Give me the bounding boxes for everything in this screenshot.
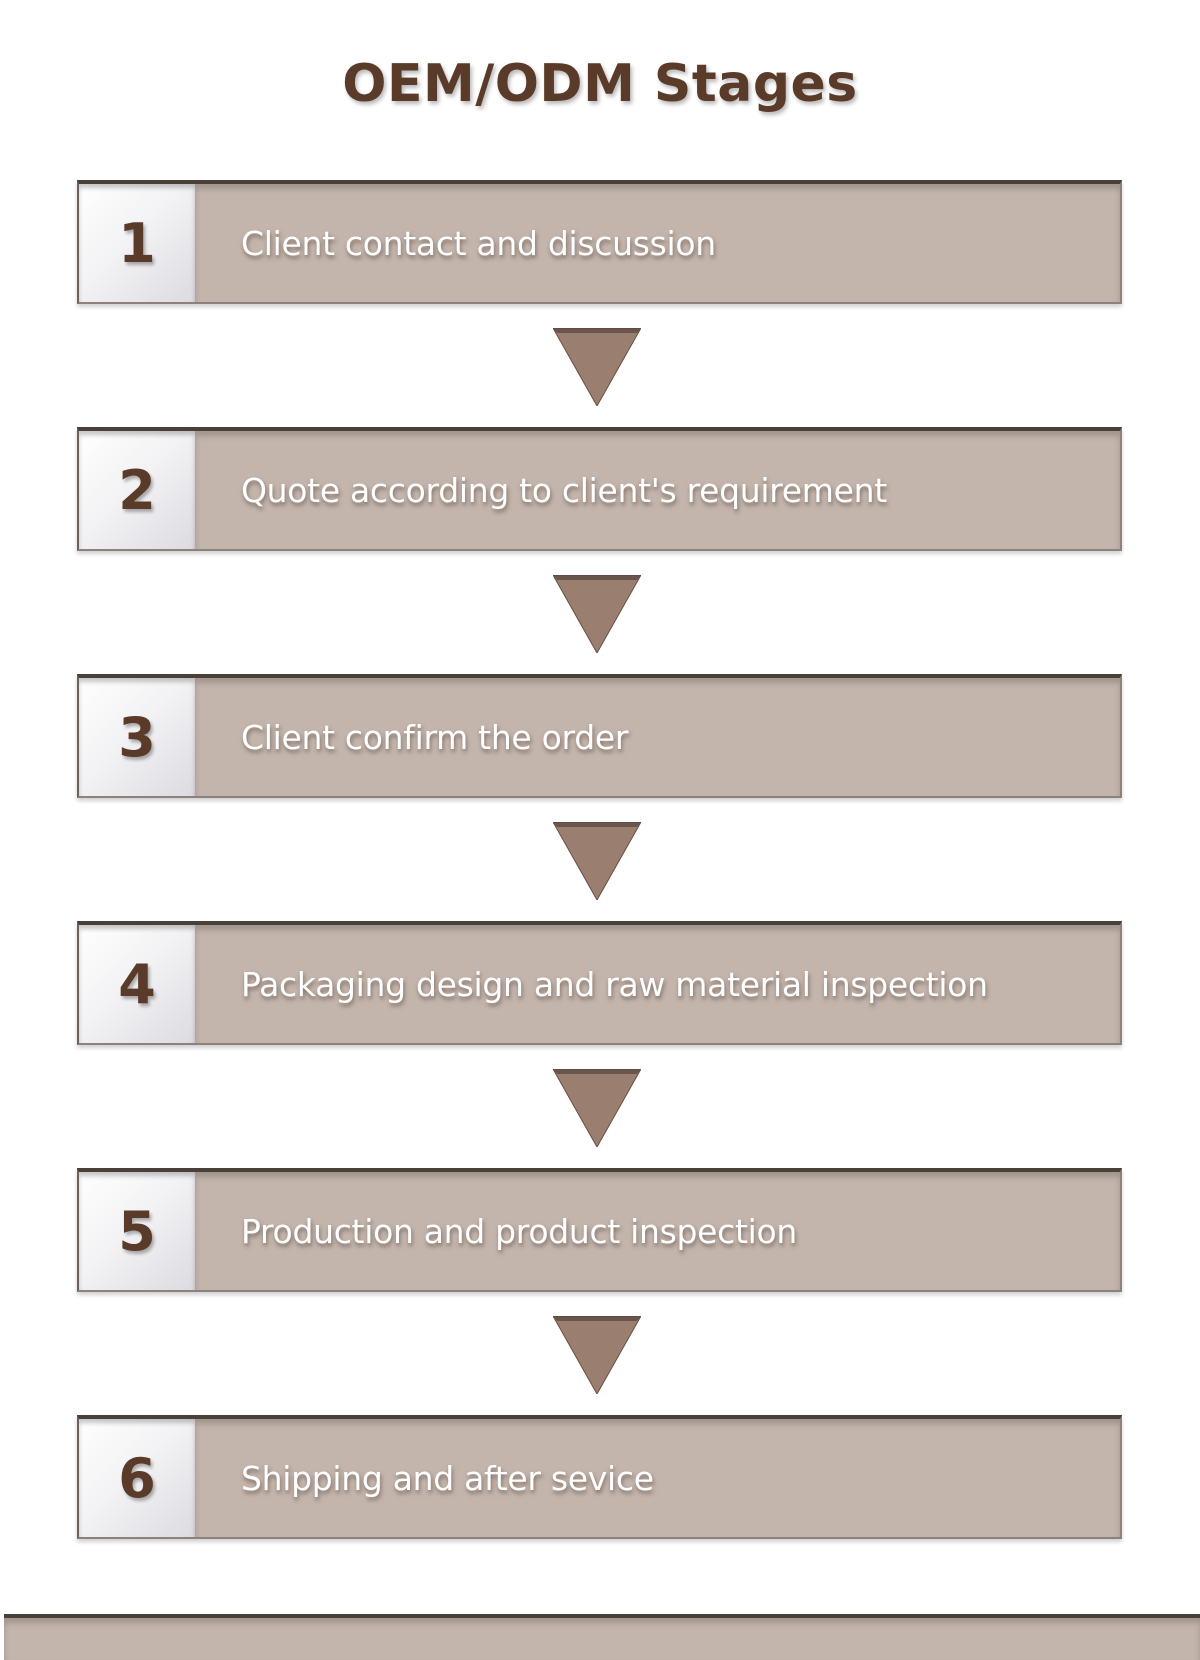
stage-label-box: Client confirm the order [195,678,1120,796]
stage-number-box: 2 [79,431,195,549]
stages-flow: 1 Client contact and discussion 2 Quote … [77,180,1122,1539]
stage-number: 2 [118,458,156,522]
stage-label: Production and product inspection [241,1211,798,1251]
footer-bar [4,1614,1200,1660]
stage-number-box: 1 [79,184,195,302]
stage-number: 5 [118,1199,156,1263]
stage-3: 3 Client confirm the order [77,674,1122,798]
stage-4: 4 Packaging design and raw material insp… [77,921,1122,1045]
stage-1: 1 Client contact and discussion [77,180,1122,304]
stage-6: 6 Shipping and after sevice [77,1415,1122,1539]
stage-label: Client contact and discussion [241,223,716,263]
down-arrow-icon [553,328,641,406]
flow-connector [77,1292,1122,1415]
stage-number: 1 [118,211,156,275]
stage-label: Shipping and after sevice [241,1458,654,1498]
stage-label: Quote according to client's requirement [241,470,887,510]
stage-label-box: Production and product inspection [195,1172,1120,1290]
stage-number-box: 4 [79,925,195,1043]
flow-connector [77,798,1122,921]
stage-5: 5 Production and product inspection [77,1168,1122,1292]
flow-connector [77,1045,1122,1168]
stage-label-box: Client contact and discussion [195,184,1120,302]
stage-label-box: Quote according to client's requirement [195,431,1120,549]
down-arrow-icon [553,822,641,900]
stage-number: 4 [118,952,156,1016]
stage-2: 2 Quote according to client's requiremen… [77,427,1122,551]
stage-label: Client confirm the order [241,717,629,757]
stage-number-box: 5 [79,1172,195,1290]
page-title: OEM/ODM Stages [342,54,858,114]
stage-label-box: Packaging design and raw material inspec… [195,925,1120,1043]
stage-label: Packaging design and raw material inspec… [241,964,988,1004]
stage-label-box: Shipping and after sevice [195,1419,1120,1537]
flow-connector [77,304,1122,427]
down-arrow-icon [553,575,641,653]
stage-number: 6 [118,1446,156,1510]
down-arrow-icon [553,1316,641,1394]
stage-number-box: 3 [79,678,195,796]
down-arrow-icon [553,1069,641,1147]
flow-connector [77,551,1122,674]
stage-number-box: 6 [79,1419,195,1537]
stage-number: 3 [118,705,156,769]
